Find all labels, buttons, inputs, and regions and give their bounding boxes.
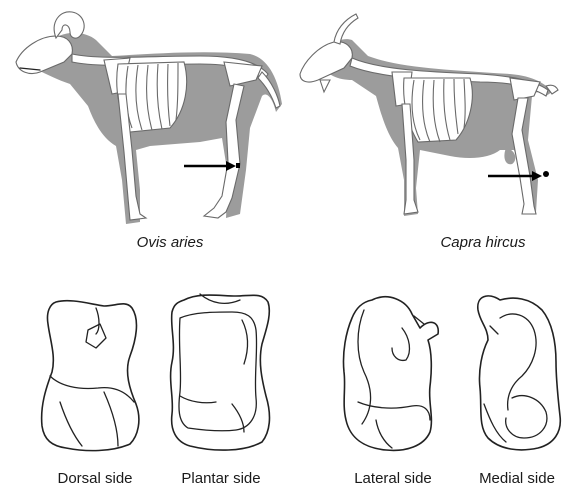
goat-hind-leg — [512, 98, 536, 214]
goat-skeleton-illustration — [300, 14, 558, 216]
species-label-goat: Capra hircus — [418, 234, 548, 251]
lateral-view-drawing — [343, 297, 438, 451]
view-label-plantar: Plantar side — [166, 470, 276, 487]
species-label-sheep: Ovis aries — [110, 234, 230, 251]
sheep-skeleton-illustration — [16, 12, 282, 224]
goat-udder — [504, 148, 515, 164]
view-label-dorsal: Dorsal side — [40, 470, 150, 487]
dorsal-view-drawing — [42, 301, 139, 451]
view-label-medial: Medial side — [464, 470, 570, 487]
medial-view-drawing — [478, 296, 561, 450]
view-label-lateral: Lateral side — [338, 470, 448, 487]
goat-beard — [320, 80, 330, 92]
goat-pelvis — [510, 78, 540, 100]
plantar-view-drawing — [171, 294, 270, 450]
goat-rib-cage — [404, 78, 473, 142]
